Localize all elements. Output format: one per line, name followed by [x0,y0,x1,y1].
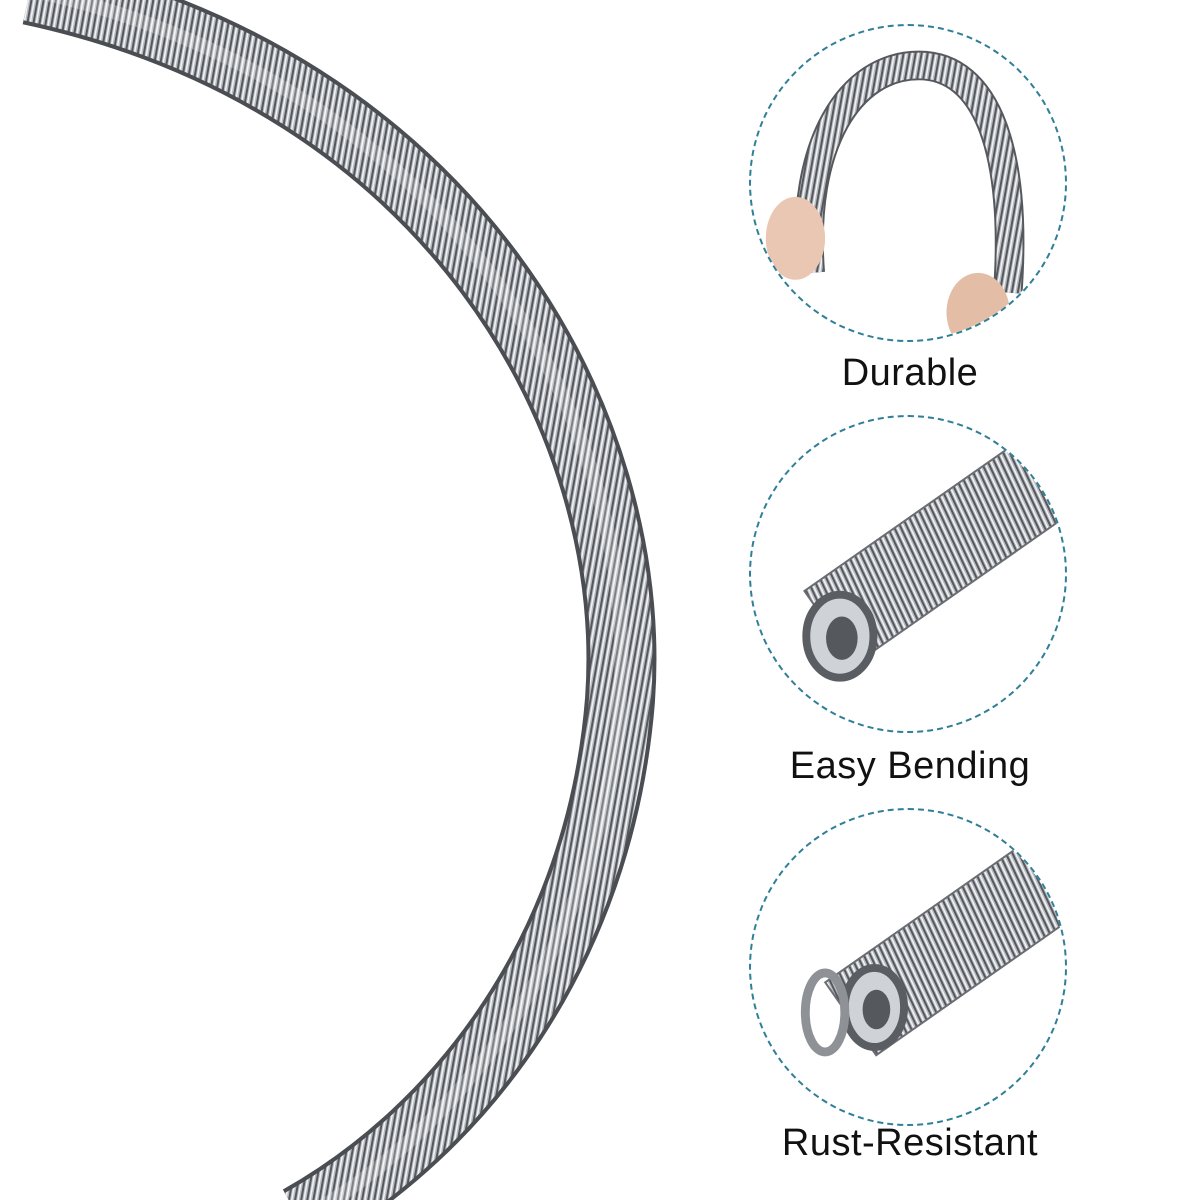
feature-label: Durable [841,352,979,394]
easy-bending-image-circle [749,415,1067,733]
spring-loop-end-image [800,811,1065,1057]
bent-spring-image [765,50,1025,340]
durable-image-circle [749,24,1067,342]
large-coil-spring-image [22,0,657,1200]
finger-shape [765,196,826,280]
spring-closeup-image [802,417,1065,682]
feature-label: Easy Bending [789,745,1031,787]
feature-label: Rust-Resistant [781,1122,1039,1164]
rust-resistant-image-circle [749,808,1067,1126]
